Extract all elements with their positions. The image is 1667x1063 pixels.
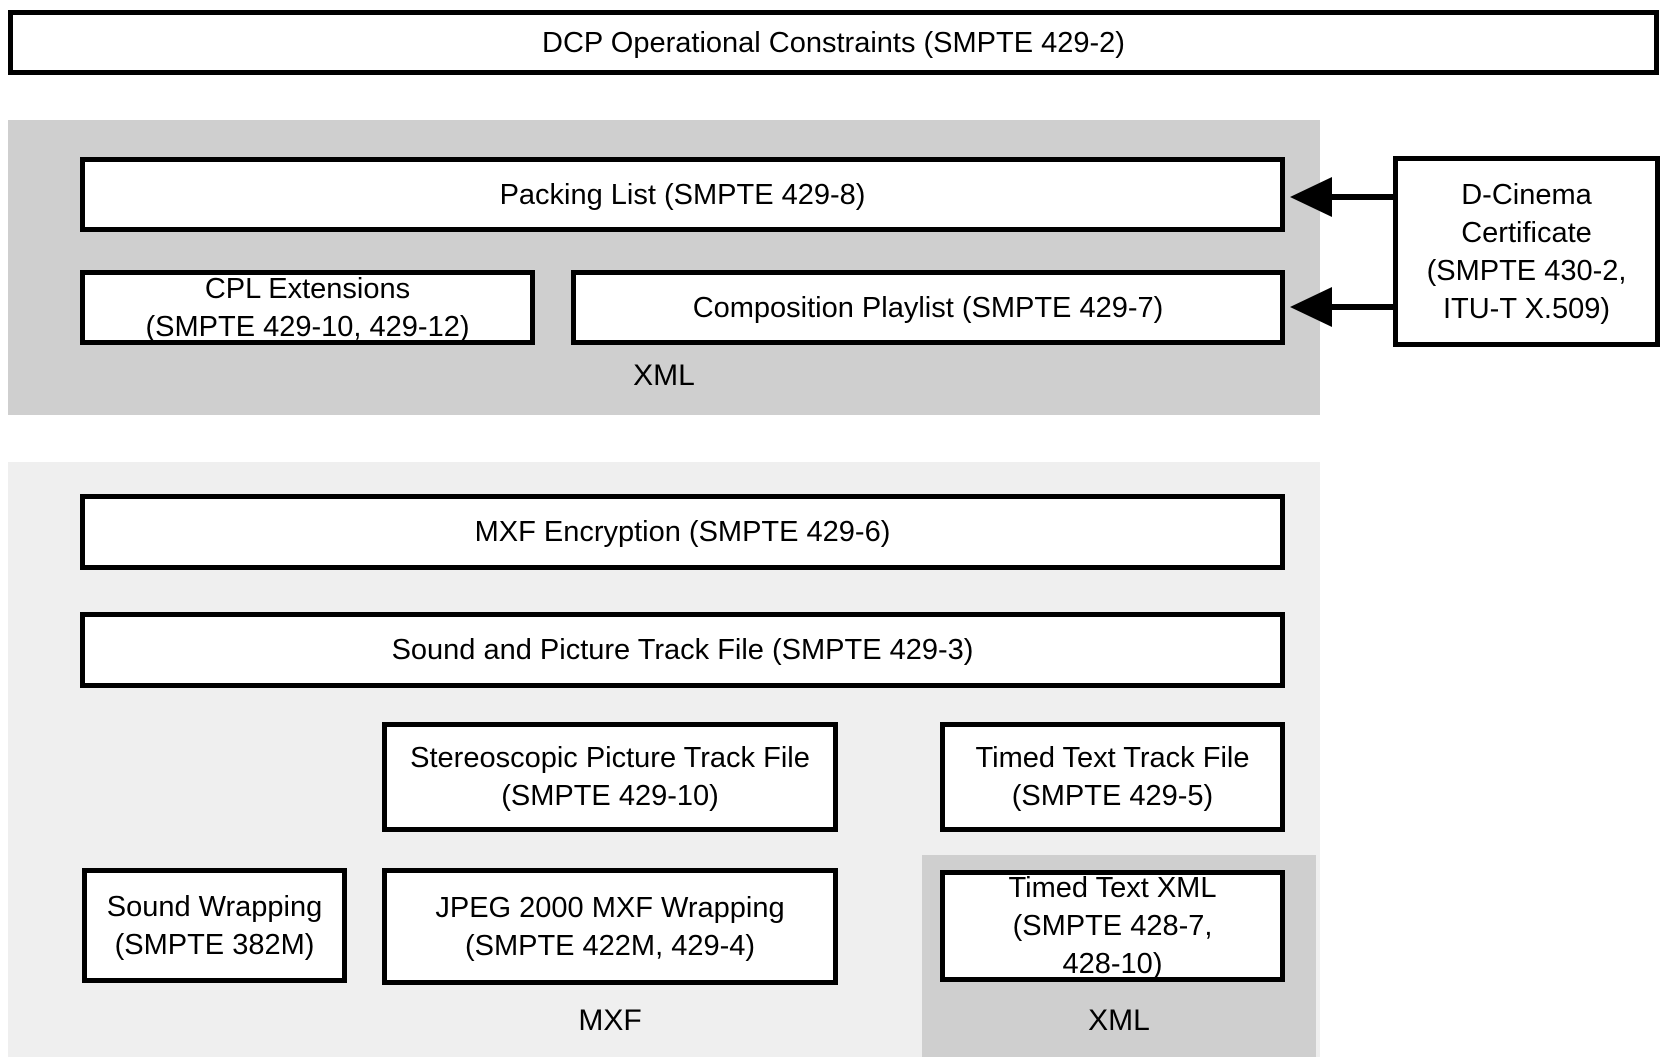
sound-wrapping-box: Sound Wrapping (SMPTE 382M) <box>82 868 347 983</box>
cpl-extensions-label-line1: CPL Extensions <box>204 272 411 305</box>
stereoscopic-label-line1: Stereoscopic Picture Track File <box>410 742 810 774</box>
certificate-label-line3: (SMPTE 430-2, <box>1426 254 1627 287</box>
certificate-label-line2: Certificate <box>1461 216 1592 249</box>
timed-text-xml-label-line1: Timed Text XML <box>1008 872 1217 904</box>
timed-text-track-file-label-line2: (SMPTE 429-5) <box>1011 780 1214 812</box>
arrow-line-to-packing-list <box>1330 194 1393 200</box>
timed-text-xml-label-line2: (SMPTE 428-7, <box>1012 910 1213 942</box>
packing-list-box: Packing List (SMPTE 429-8) <box>80 157 1285 232</box>
sound-and-picture-track-file-box: Sound and Picture Track File (SMPTE 429-… <box>80 612 1285 688</box>
d-cinema-certificate-box: D-Cinema Certificate (SMPTE 430-2, ITU-T… <box>1393 156 1660 347</box>
sound-and-picture-track-file-label: Sound and Picture Track File (SMPTE 429-… <box>391 634 974 666</box>
left-arrowhead-icon <box>1290 177 1332 217</box>
timed-text-track-file-label-line1: Timed Text Track File <box>975 742 1250 774</box>
jpeg-2000-mxf-wrapping-label-line2: (SMPTE 422M, 429-4) <box>464 929 756 962</box>
timed-text-track-file-box: Timed Text Track File (SMPTE 429-5) <box>940 722 1285 832</box>
mxf-section-label: MXF <box>578 1004 642 1037</box>
mxf-encryption-label: MXF Encryption (SMPTE 429-6) <box>474 516 891 548</box>
left-arrowhead-icon <box>1290 287 1332 327</box>
timed-text-xml-label-line3: 428-10) <box>1062 948 1163 980</box>
xml-section-label: XML <box>633 359 695 392</box>
cpl-extensions-box: CPL Extensions (SMPTE 429-10, 429-12) <box>80 270 535 345</box>
dcp-operational-constraints-box: DCP Operational Constraints (SMPTE 429-2… <box>8 10 1659 75</box>
mxf-encryption-box: MXF Encryption (SMPTE 429-6) <box>80 494 1285 570</box>
dcp-operational-constraints-label: DCP Operational Constraints (SMPTE 429-2… <box>542 26 1125 59</box>
arrow-line-to-composition-playlist <box>1330 304 1393 310</box>
certificate-label-line1: D-Cinema <box>1461 178 1592 211</box>
jpeg-2000-mxf-wrapping-box: JPEG 2000 MXF Wrapping (SMPTE 422M, 429-… <box>382 868 838 985</box>
cpl-extensions-label-line2: (SMPTE 429-10, 429-12) <box>145 310 470 343</box>
jpeg-2000-mxf-wrapping-label-line1: JPEG 2000 MXF Wrapping <box>435 891 785 924</box>
composition-playlist-label: Composition Playlist (SMPTE 429-7) <box>692 291 1164 324</box>
composition-playlist-box: Composition Playlist (SMPTE 429-7) <box>571 270 1285 345</box>
sound-wrapping-label-line2: (SMPTE 382M) <box>114 928 315 961</box>
xml-subsection-label: XML <box>1088 1004 1150 1037</box>
certificate-label-line4: ITU-T X.509) <box>1442 292 1611 325</box>
stereoscopic-picture-track-file-box: Stereoscopic Picture Track File (SMPTE 4… <box>382 722 838 832</box>
stereoscopic-label-line2: (SMPTE 429-10) <box>501 780 719 812</box>
packing-list-label: Packing List (SMPTE 429-8) <box>499 178 866 211</box>
timed-text-xml-box: Timed Text XML (SMPTE 428-7, 428-10) <box>940 870 1285 982</box>
sound-wrapping-label-line1: Sound Wrapping <box>106 890 323 923</box>
